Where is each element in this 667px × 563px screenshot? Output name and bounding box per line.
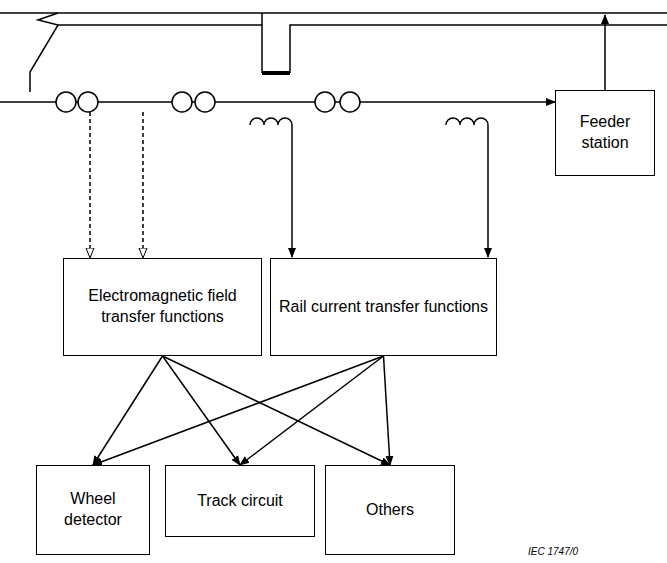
feeder-station-box: Feeder station bbox=[555, 90, 655, 176]
signal-arrow bbox=[93, 356, 163, 465]
signal-arrow bbox=[163, 356, 391, 465]
figure-number: IEC 1747/0 bbox=[528, 546, 578, 557]
box-label: Wheel detector bbox=[45, 489, 141, 531]
box-label: Track circuit bbox=[197, 491, 283, 512]
signal-arrow bbox=[240, 356, 384, 465]
transfer-function-box: Electromagnetic field transfer functions bbox=[63, 258, 262, 356]
signal-arrow bbox=[384, 356, 391, 465]
transfer-function-box: Rail current transfer functions bbox=[270, 258, 497, 356]
box-label: Electromagnetic field transfer functions bbox=[72, 286, 253, 328]
box-label: Others bbox=[366, 500, 414, 521]
signal-arrow bbox=[163, 356, 241, 465]
equipment-box: Others bbox=[325, 465, 455, 555]
box-label: Rail current transfer functions bbox=[279, 297, 488, 318]
signal-arrow bbox=[93, 356, 384, 465]
equipment-box: Track circuit bbox=[165, 465, 315, 537]
box-label: Feeder station bbox=[564, 112, 646, 154]
equipment-box: Wheel detector bbox=[36, 465, 150, 555]
